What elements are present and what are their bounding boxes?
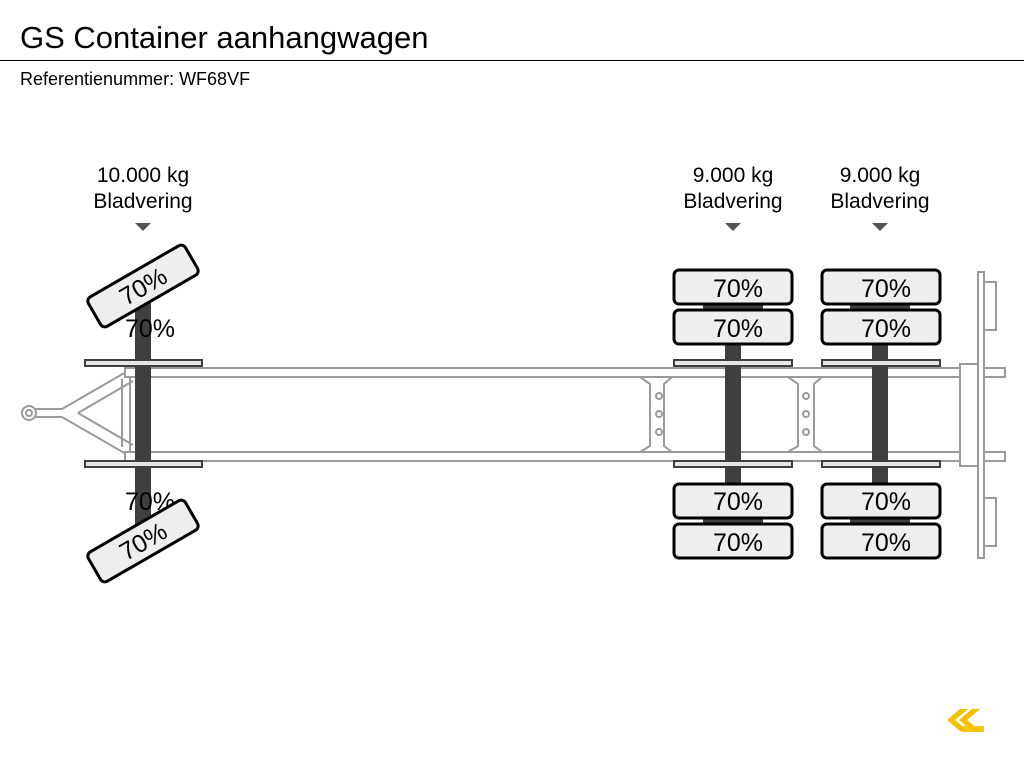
trailer-frame [21, 271, 1006, 559]
svg-text:70%: 70% [861, 529, 911, 557]
axle-shaft [872, 300, 888, 528]
axle-marker-icon [725, 223, 741, 231]
tire-inner-left: 70% [672, 308, 794, 346]
svg-text:70%: 70% [713, 315, 763, 343]
tire-inner-right: 70% [672, 482, 794, 520]
svg-text:70%: 70% [713, 529, 763, 557]
tire-inner-left-label: 70% [125, 315, 175, 343]
rear-bumper [959, 271, 997, 559]
frame-rail-lower [124, 451, 1006, 462]
tire-inner-left: 70% [820, 308, 942, 346]
page-title: GS Container aanhangwagen [20, 20, 429, 55]
axle-3: 9.000 kg Bladvering 70% 70% 70% 70% [820, 164, 942, 560]
axle-2: 9.000 kg Bladvering 70% 70% 70% 70% [672, 164, 794, 560]
tire-outer-right: 70% [820, 522, 942, 560]
svg-text:70%: 70% [713, 275, 763, 303]
axle-load-label: 9.000 kg [693, 164, 774, 187]
axle-1: 10.000 kg Bladvering 70% 70% 70% 70% [84, 164, 203, 584]
axle-marker-icon [135, 223, 151, 231]
reference-number: Referentienummer: WF68VF [20, 69, 251, 89]
axle-marker-icon [872, 223, 888, 231]
svg-text:70%: 70% [861, 315, 911, 343]
title-divider [0, 60, 1024, 61]
axle-load-label: 9.000 kg [840, 164, 921, 187]
double-chevron-left-icon [947, 709, 984, 732]
axle-suspension-label: Bladvering [93, 190, 192, 213]
cross-member [639, 376, 673, 453]
drawbar [21, 367, 134, 459]
cross-member [787, 376, 823, 453]
axle-load-label: 10.000 kg [97, 164, 189, 187]
tire-outer-left: 70% [672, 268, 794, 306]
frame-rail-upper [124, 367, 1006, 378]
axle-suspension-label: Bladvering [683, 190, 782, 213]
axle-shaft [725, 300, 741, 528]
tire-outer-right: 70% [672, 522, 794, 560]
tire-inner-right: 70% [820, 482, 942, 520]
svg-text:70%: 70% [713, 488, 763, 516]
svg-text:70%: 70% [861, 488, 911, 516]
svg-text:70%: 70% [861, 275, 911, 303]
tire-outer-left: 70% [820, 268, 942, 306]
axle-suspension-label: Bladvering [830, 190, 929, 213]
